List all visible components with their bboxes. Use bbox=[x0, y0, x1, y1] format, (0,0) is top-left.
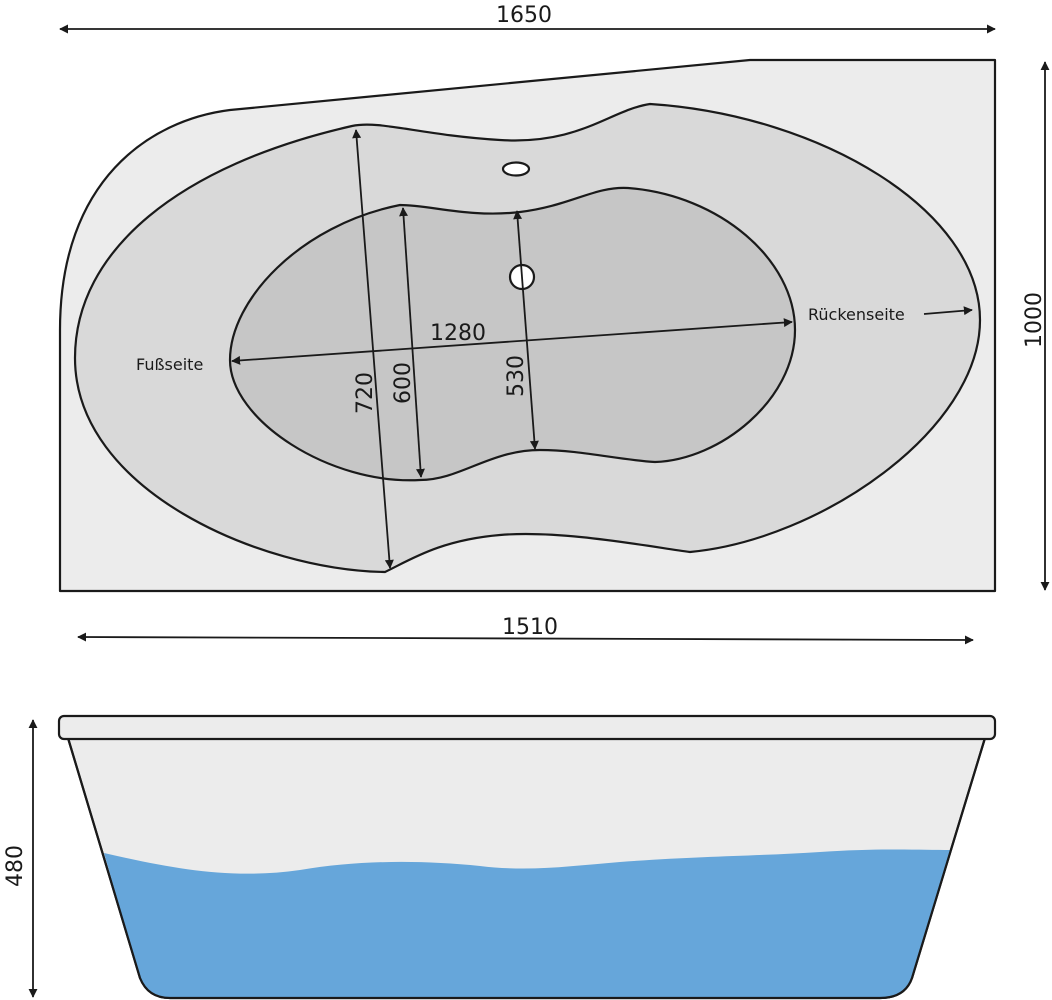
dim-label-height: 480 bbox=[3, 845, 28, 887]
back-side-label: Rückenseite bbox=[808, 305, 905, 324]
tub-side-outline bbox=[66, 737, 987, 1000]
dim-label-overall-width: 1650 bbox=[496, 3, 552, 28]
foot-side-label: Fußseite bbox=[136, 355, 203, 374]
dim-line-rim-depth bbox=[352, 129, 394, 569]
dim-line-basin-depth bbox=[513, 210, 539, 450]
dim-line-inner-length bbox=[231, 318, 793, 365]
dim-label-basin-depth: 530 bbox=[504, 355, 529, 397]
side-view: 480 bbox=[3, 714, 997, 1000]
water-fill bbox=[104, 849, 950, 998]
dim-label-rim-depth: 720 bbox=[353, 372, 378, 414]
dim-label-inner-length: 1280 bbox=[430, 321, 486, 346]
tub-side-rim bbox=[57, 714, 997, 741]
dim-label-overall-depth: 1000 bbox=[1022, 292, 1047, 348]
dim-line-mid-depth bbox=[399, 207, 425, 478]
top-view: 1650 1000 1280 720 600 530 Fußseite Rück… bbox=[58, 3, 1050, 645]
dim-line-bottom-width bbox=[77, 632, 974, 645]
dim-label-mid-depth: 600 bbox=[391, 362, 416, 404]
dim-label-bottom-width: 1510 bbox=[502, 615, 558, 640]
back-side-arrow bbox=[923, 306, 973, 316]
overflow-hole-icon bbox=[501, 161, 531, 177]
